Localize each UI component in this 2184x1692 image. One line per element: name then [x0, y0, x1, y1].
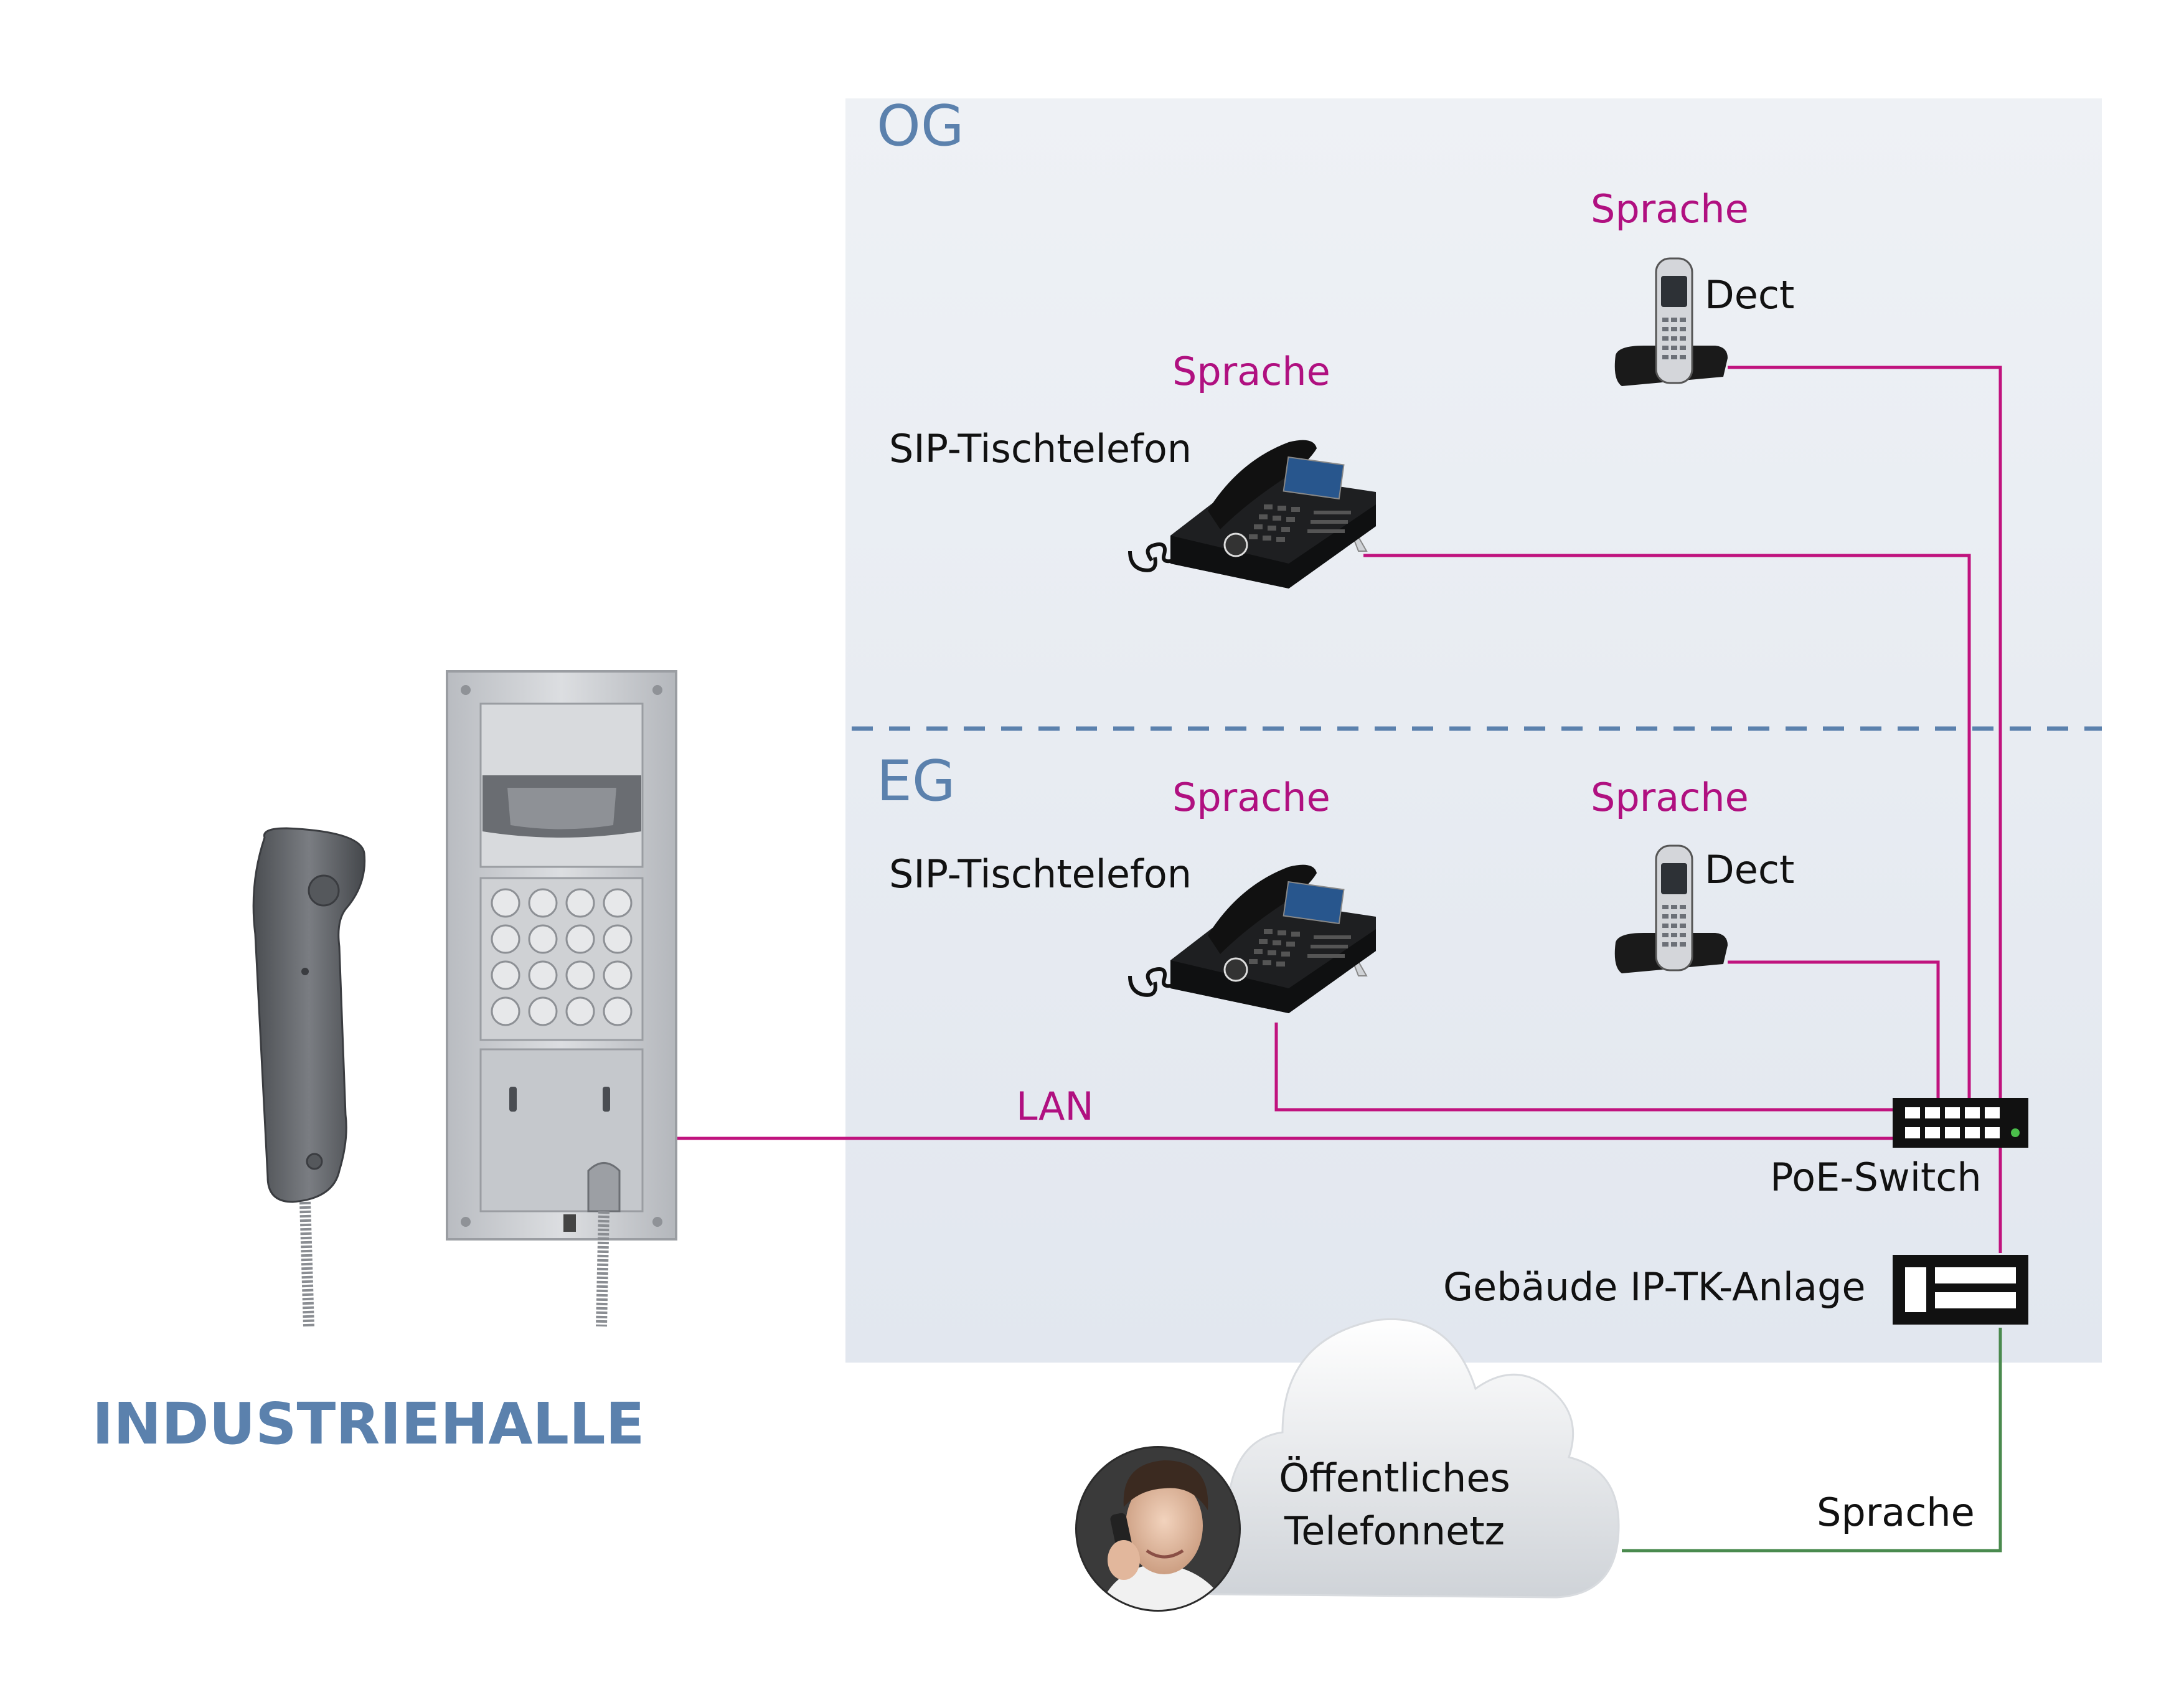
og-dect-name: Dect	[1705, 272, 1794, 318]
eg-sip-voice-label: Sprache	[1172, 775, 1330, 820]
og-sip-voice-label: Sprache	[1172, 349, 1330, 394]
line-og-sip	[1363, 554, 1971, 1112]
eg-sip-name: SIP-Tischtelefon	[889, 851, 1192, 897]
cloud-line1: Öffentliches	[1279, 1455, 1510, 1501]
network-lines	[677, 366, 2002, 1253]
og-sip-name: SIP-Tischtelefon	[889, 426, 1192, 471]
pbx-icon	[1893, 1255, 2028, 1325]
industrial-phone-icon	[446, 670, 677, 1327]
floor-label-og: OG	[877, 93, 964, 159]
line-eg-sip	[1274, 1023, 1896, 1112]
og-dect-voice-label: Sprache	[1591, 186, 1749, 232]
eg-dect-name: Dect	[1705, 847, 1794, 892]
public-voice-label: Sprache	[1817, 1490, 1975, 1535]
line-eg-dect	[1728, 960, 1940, 1112]
floor-label-eg: EG	[877, 749, 956, 814]
line-og-dect	[1728, 366, 2002, 1253]
lan-label: LAN	[1016, 1084, 1094, 1129]
dect-phone-icon	[1614, 257, 1728, 386]
desk-phone-icon	[1128, 440, 1376, 588]
hall-label: INDUSTRIEHALLE	[92, 1391, 645, 1457]
poe-switch-name: PoE-Switch	[1770, 1155, 1982, 1200]
network-switch-icon	[1893, 1098, 2028, 1148]
eg-dect-voice-label: Sprache	[1591, 775, 1749, 820]
pbx-name: Gebäude IP-TK-Anlage	[1443, 1264, 1866, 1310]
cloud-line2: Telefonnetz	[1284, 1508, 1505, 1554]
handset-icon	[252, 827, 366, 1327]
dect-phone-icon	[1614, 844, 1728, 973]
line-public-network	[1622, 1328, 2002, 1553]
desk-phone-icon	[1128, 864, 1376, 1013]
